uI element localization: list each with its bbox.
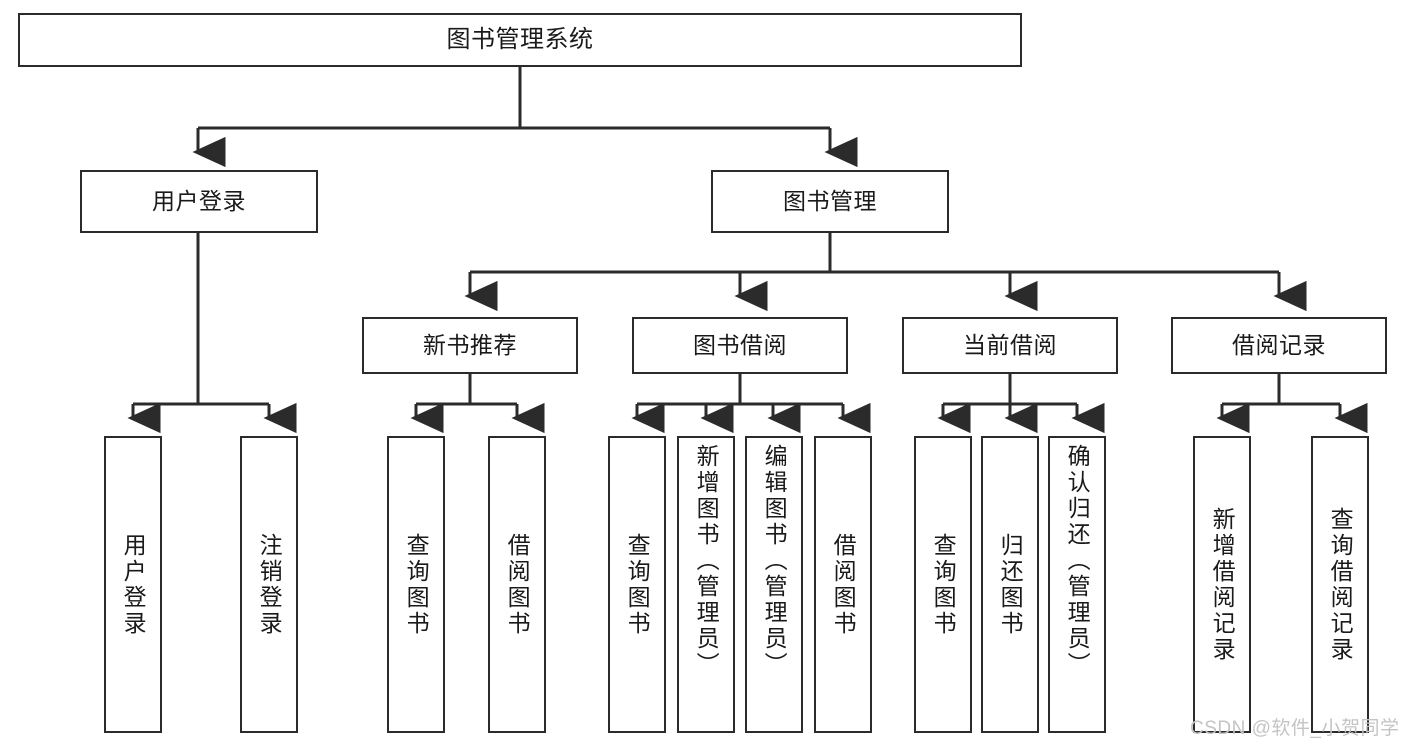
node-label: 确认归还（管理员） xyxy=(1064,444,1091,678)
leaf-query-book-borrow[interactable]: 查询图书 xyxy=(608,436,666,733)
node-label: 图书管理系统 xyxy=(446,25,594,53)
leaf-query-borrow-record[interactable]: 查询借阅记录 xyxy=(1311,436,1369,733)
leaf-borrow-book-recommend[interactable]: 借阅图书 xyxy=(488,436,546,733)
leaf-query-book-current[interactable]: 查询图书 xyxy=(914,436,972,733)
watermark-csdn: CSDN @软件_小贺同学 xyxy=(1190,718,1400,739)
node-book-management[interactable]: 图书管理 xyxy=(711,170,949,233)
leaf-query-book-recommend[interactable]: 查询图书 xyxy=(387,436,445,733)
leaf-return-book[interactable]: 归还图书 xyxy=(981,436,1039,733)
node-book-borrow[interactable]: 图书借阅 xyxy=(632,317,848,374)
leaf-edit-book-admin[interactable]: 编辑图书（管理员） xyxy=(745,436,803,733)
node-label: 新增借阅记录 xyxy=(1209,506,1236,663)
node-label: 查询图书 xyxy=(403,532,430,637)
node-root-system[interactable]: 图书管理系统 xyxy=(18,13,1022,67)
node-label: 编辑图书（管理员） xyxy=(761,444,788,678)
node-label: 查询图书 xyxy=(624,532,651,637)
node-label: 查询借阅记录 xyxy=(1327,506,1354,663)
node-new-book-recommend[interactable]: 新书推荐 xyxy=(362,317,578,374)
node-label: 图书借阅 xyxy=(693,331,787,358)
leaf-add-borrow-record[interactable]: 新增借阅记录 xyxy=(1193,436,1251,733)
leaf-add-book-admin[interactable]: 新增图书（管理员） xyxy=(677,436,735,733)
node-current-borrow[interactable]: 当前借阅 xyxy=(902,317,1118,374)
node-label: 图书管理 xyxy=(783,187,877,214)
node-label: 归还图书 xyxy=(997,532,1024,637)
node-label: 借阅图书 xyxy=(504,532,531,637)
leaf-user-logout[interactable]: 注销登录 xyxy=(240,436,298,733)
node-label: 借阅记录 xyxy=(1232,331,1326,358)
leaf-borrow-book[interactable]: 借阅图书 xyxy=(814,436,872,733)
node-label: 新增图书（管理员） xyxy=(693,444,720,678)
node-label: 用户登录 xyxy=(120,532,147,637)
node-label: 新书推荐 xyxy=(423,331,517,358)
node-user-login[interactable]: 用户登录 xyxy=(80,170,318,233)
node-label: 查询图书 xyxy=(930,532,957,637)
node-label: 借阅图书 xyxy=(830,532,857,637)
node-label: 当前借阅 xyxy=(963,331,1057,358)
leaf-confirm-return-admin[interactable]: 确认归还（管理员） xyxy=(1048,436,1106,733)
node-label: 注销登录 xyxy=(256,532,283,637)
node-borrow-record[interactable]: 借阅记录 xyxy=(1171,317,1387,374)
node-label: 用户登录 xyxy=(152,187,246,214)
leaf-user-login[interactable]: 用户登录 xyxy=(104,436,162,733)
